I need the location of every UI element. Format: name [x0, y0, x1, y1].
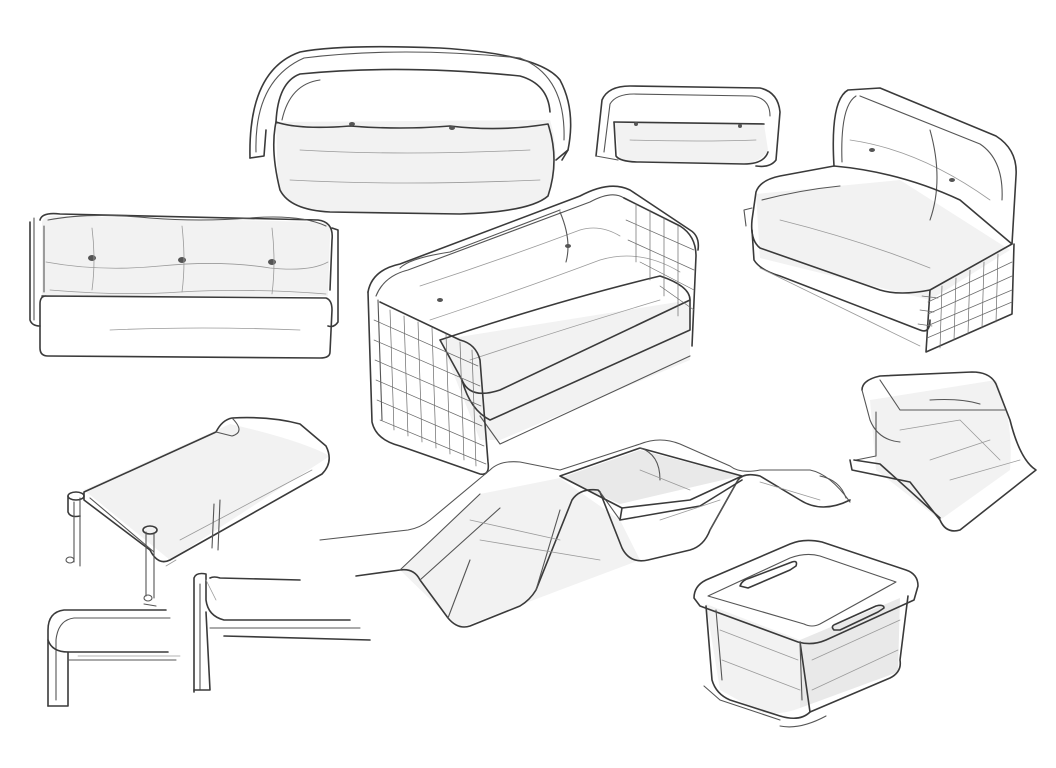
bench-tube-legs: [65, 416, 330, 607]
sofa-arched-small: [595, 85, 781, 168]
sofa-arched-back: [249, 45, 572, 215]
stool-bent: [849, 371, 1037, 532]
side-profile-left: [47, 609, 181, 707]
loveseat-woven-side: [743, 87, 1017, 353]
ottoman-box: [693, 539, 919, 728]
wave-bench: [319, 439, 851, 628]
loveseat-grid-sides: [367, 185, 700, 476]
side-profile-right: [193, 572, 371, 693]
sofa-three-seat-front: [29, 212, 339, 359]
